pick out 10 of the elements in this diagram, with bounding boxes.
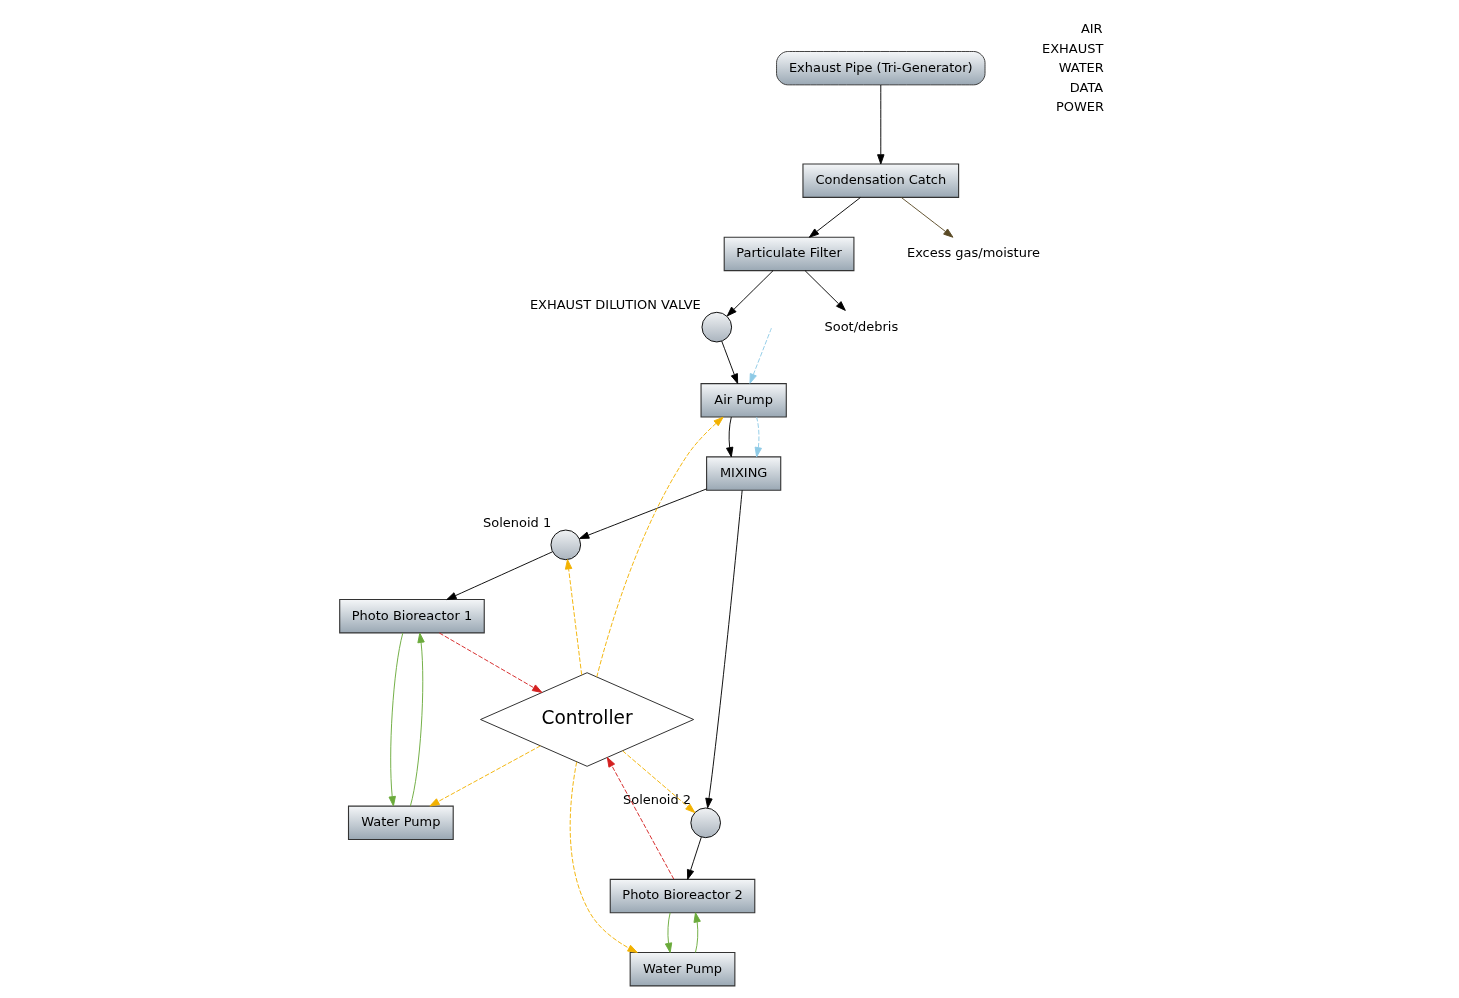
node-text: Soot/debris — [823, 318, 898, 334]
node-label: Solenoid 1 — [482, 514, 551, 530]
legend-label: AIR — [1080, 21, 1103, 37]
legend-label: EXHAUST — [1041, 40, 1103, 56]
legend-label: DATA — [1069, 79, 1103, 95]
legend-label: POWER — [1055, 98, 1104, 114]
node-text: Excess gas/moisture — [906, 245, 1040, 261]
node-label: Solenoid 2 — [622, 792, 691, 808]
legend-label: WATER — [1058, 60, 1104, 76]
node-label: EXHAUST DILUTION VALVE — [529, 296, 701, 312]
